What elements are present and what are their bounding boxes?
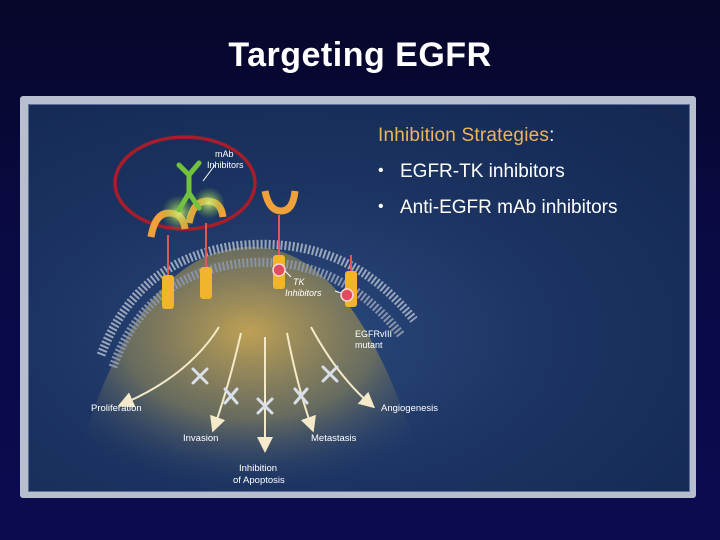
mab-inhibitor	[161, 160, 225, 231]
apoptosis-label-line1: Inhibition	[239, 463, 277, 474]
egfr-diagram: mAb Inhibitors TK Inhibitors EGFRvIII mu…	[69, 135, 438, 491]
strategies-heading-text: Inhibition Strategies	[378, 125, 550, 146]
mab-label-line1: mAb	[215, 149, 234, 159]
bullet-dot: •	[378, 162, 384, 179]
strategies-heading-colon: :	[549, 125, 555, 146]
mab-pointer	[202, 164, 216, 182]
mab-label-line2: Inhibitors	[207, 160, 244, 170]
strategy-item-label: EGFR-TK inhibitors	[400, 161, 565, 182]
slide-title: Targeting EGFR	[228, 36, 492, 74]
strategy-item-label: Anti-EGFR mAb inhibitors	[400, 197, 618, 218]
angiogenesis-label: Angiogenesis	[381, 403, 438, 414]
tk-label-line2: Inhibitors	[285, 288, 322, 298]
strategies-heading: Inhibition Strategies:	[378, 125, 618, 147]
figure-panel: mAb Inhibitors TK Inhibitors EGFRvIII mu…	[28, 104, 690, 492]
egfrviii-label-line1: EGFRvIII	[355, 329, 392, 339]
signal-arrows	[117, 326, 376, 453]
egfrviii-label-line2: mutant	[355, 340, 383, 350]
apoptosis-label-line2: of Apoptosis	[233, 475, 285, 486]
inhibition-strategies: Inhibition Strategies: • EGFR-TK inhibito…	[378, 125, 618, 219]
block-marks	[191, 365, 339, 415]
strategy-item: • EGFR-TK inhibitors	[378, 161, 618, 183]
proliferation-label: Proliferation	[91, 403, 142, 414]
egfrviii-receptor	[340, 255, 357, 307]
cytoplasm	[69, 246, 429, 491]
cell-membrane-outer	[96, 239, 418, 357]
invasion-label: Invasion	[183, 433, 218, 444]
egfr-receptor-3	[261, 190, 299, 289]
tk-label-line1: TK	[293, 277, 305, 287]
strategy-item: • Anti-EGFR mAb inhibitors	[378, 197, 618, 219]
cell-membrane-inner	[108, 257, 405, 369]
tk-pointer-2	[334, 290, 342, 294]
metastasis-label: Metastasis	[311, 433, 357, 444]
tk-pointer-1	[284, 270, 292, 278]
bullet-dot: •	[378, 198, 384, 215]
